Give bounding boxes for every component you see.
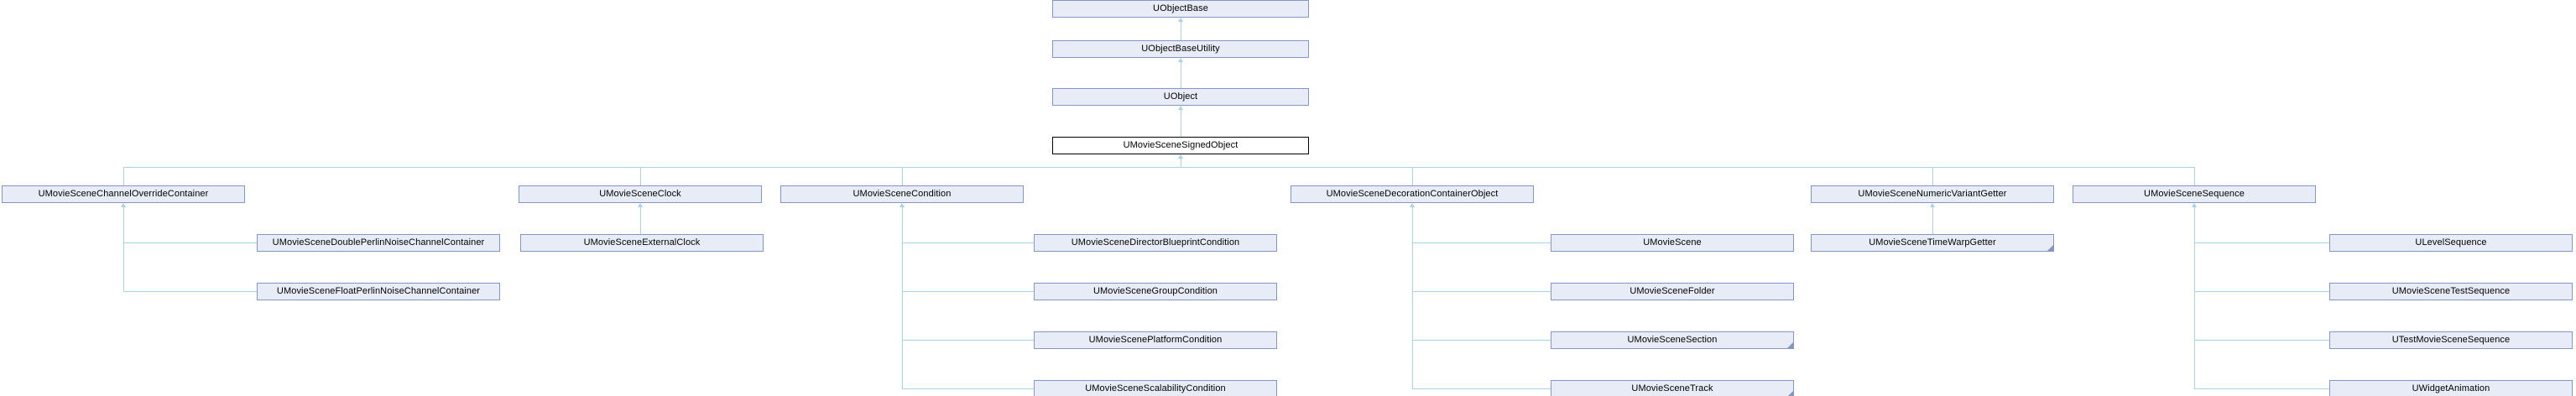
edge-segment-vertical bbox=[1412, 167, 1413, 185]
edge-segment-horizontal bbox=[1412, 242, 1551, 243]
edge-segment-vertical bbox=[640, 207, 641, 242]
edge-segment-vertical bbox=[1412, 207, 1413, 388]
class-node-label: UObject bbox=[1163, 91, 1198, 102]
class-node-label: UMovieSceneGroupCondition bbox=[1092, 286, 1218, 296]
edge-segment-vertical bbox=[1932, 207, 1933, 234]
inheritance-arrowhead bbox=[1178, 106, 1183, 110]
class-node-label: UMovieSceneDoublePerlinNoiseChannelConta… bbox=[272, 237, 485, 248]
class-node-label: UObjectBase bbox=[1153, 3, 1208, 13]
class-node-umovie-scene-section[interactable]: UMovieSceneSection bbox=[1551, 331, 1794, 349]
inheritance-arrowhead bbox=[121, 203, 126, 207]
class-node-utest-movie-scene-sequence[interactable]: UTestMovieSceneSequence bbox=[2329, 331, 2573, 349]
class-node-label: UMovieSceneChannelOverrideContainer bbox=[38, 189, 209, 199]
class-node-umovie-scene-test-sequence[interactable]: UMovieSceneTestSequence bbox=[2329, 283, 2573, 300]
class-node-label: UMovieSceneSequence bbox=[2144, 189, 2245, 199]
class-node-label: UMovieSceneTimeWarpGetter bbox=[1869, 237, 1996, 248]
edge-segment-horizontal bbox=[1412, 291, 1551, 292]
class-node-label: UObjectBaseUtility bbox=[1141, 44, 1220, 54]
class-node-label: UMovieSceneScalabilityCondition bbox=[1085, 383, 1226, 393]
class-node-label: UMovieSceneTrack bbox=[1631, 383, 1713, 393]
class-node-label: UMovieSceneSignedObject bbox=[1123, 140, 1238, 150]
class-node-umovie-scene-time-warp-getter[interactable]: UMovieSceneTimeWarpGetter bbox=[1811, 234, 2054, 252]
class-node-umovie-scene-scalability-condition[interactable]: UMovieSceneScalabilityCondition bbox=[1034, 380, 1277, 396]
edge-segment-horizontal bbox=[902, 340, 1034, 341]
class-node-umovie-scene-platform-condition[interactable]: UMovieScenePlatformCondition bbox=[1034, 331, 1277, 349]
edge-segment-horizontal bbox=[123, 291, 257, 292]
class-node-label: UWidgetAnimation bbox=[2412, 383, 2490, 393]
edge-segment-vertical bbox=[902, 167, 903, 185]
edge-segment-horizontal bbox=[123, 167, 2194, 168]
class-node-uobject-base-utility[interactable]: UObjectBaseUtility bbox=[1052, 40, 1309, 58]
inheritance-arrowhead bbox=[1178, 18, 1183, 22]
class-node-uobject-base[interactable]: UObjectBase bbox=[1052, 0, 1309, 18]
class-node-label: UMovieSceneDirectorBlueprintCondition bbox=[1071, 237, 1240, 248]
edge-segment-vertical bbox=[1932, 167, 1933, 185]
edge-segment-vertical bbox=[2194, 167, 2195, 185]
class-node-label: UMovieSceneDecorationContainerObject bbox=[1326, 189, 1499, 199]
class-node-umovie-scene-external-clock[interactable]: UMovieSceneExternalClock bbox=[520, 234, 764, 252]
edge-segment-horizontal bbox=[902, 242, 1034, 243]
class-node-umovie-scene-signed-object[interactable]: UMovieSceneSignedObject bbox=[1052, 137, 1309, 154]
edge-segment-vertical bbox=[123, 207, 124, 291]
edge-segment-horizontal bbox=[1412, 340, 1551, 341]
inheritance-arrowhead bbox=[2192, 203, 2197, 207]
edge-segment-vertical bbox=[2194, 207, 2195, 388]
class-node-ulevel-sequence[interactable]: ULevelSequence bbox=[2329, 234, 2573, 252]
edge-segment-horizontal bbox=[902, 388, 1034, 389]
class-node-umovie-scene-double-perlin-noise-channel-container[interactable]: UMovieSceneDoublePerlinNoiseChannelConta… bbox=[257, 234, 500, 252]
inheritance-arrowhead bbox=[1930, 203, 1935, 207]
class-node-umovie-scene[interactable]: UMovieScene bbox=[1551, 234, 1794, 252]
class-node-label: UMovieScene bbox=[1643, 237, 1702, 248]
class-node-label: UTestMovieSceneSequence bbox=[2391, 335, 2511, 345]
edge-segment-vertical bbox=[123, 167, 124, 185]
inheritance-arrowhead bbox=[1178, 154, 1183, 159]
class-node-label: UMovieSceneFolder bbox=[1630, 286, 1715, 296]
class-node-umovie-scene-numeric-variant-getter[interactable]: UMovieSceneNumericVariantGetter bbox=[1811, 185, 2054, 203]
class-node-label: ULevelSequence bbox=[2415, 237, 2487, 248]
class-node-umovie-scene-channel-override-container[interactable]: UMovieSceneChannelOverrideContainer bbox=[2, 185, 245, 203]
class-node-umovie-scene-folder[interactable]: UMovieSceneFolder bbox=[1551, 283, 1794, 300]
class-node-label: UMovieSceneNumericVariantGetter bbox=[1858, 189, 2007, 199]
class-node-umovie-scene-clock[interactable]: UMovieSceneClock bbox=[519, 185, 762, 203]
class-node-label: UMovieSceneExternalClock bbox=[583, 237, 701, 248]
class-node-label: UMovieSceneClock bbox=[599, 189, 681, 199]
inheritance-arrowhead bbox=[900, 203, 905, 207]
class-node-uobject[interactable]: UObject bbox=[1052, 88, 1309, 106]
class-node-umovie-scene-group-condition[interactable]: UMovieSceneGroupCondition bbox=[1034, 283, 1277, 300]
edge-segment-horizontal bbox=[123, 242, 257, 243]
edge-segment-vertical bbox=[640, 167, 641, 185]
class-node-umovie-scene-track[interactable]: UMovieSceneTrack bbox=[1551, 380, 1794, 396]
class-node-label: UMovieSceneSection bbox=[1627, 335, 1718, 345]
edge-segment-horizontal bbox=[2194, 388, 2329, 389]
class-node-umovie-scene-sequence[interactable]: UMovieSceneSequence bbox=[2073, 185, 2316, 203]
class-node-label: UMovieSceneTestSequence bbox=[2391, 286, 2511, 296]
inheritance-arrowhead bbox=[638, 203, 643, 207]
inheritance-arrowhead bbox=[1410, 203, 1415, 207]
edge-segment-horizontal bbox=[2194, 340, 2329, 341]
edge-segment-horizontal bbox=[902, 291, 1034, 292]
class-node-umovie-scene-float-perlin-noise-channel-container[interactable]: UMovieSceneFloatPerlinNoiseChannelContai… bbox=[257, 283, 500, 300]
class-node-umovie-scene-decoration-container-object[interactable]: UMovieSceneDecorationContainerObject bbox=[1291, 185, 1534, 203]
edge-segment-horizontal bbox=[1412, 388, 1551, 389]
edge-segment-vertical bbox=[902, 207, 903, 388]
edge-segment-horizontal bbox=[2194, 242, 2329, 243]
class-node-umovie-scene-condition[interactable]: UMovieSceneCondition bbox=[780, 185, 1024, 203]
class-node-label: UMovieSceneFloatPerlinNoiseChannelContai… bbox=[276, 286, 481, 296]
edge-segment-horizontal bbox=[2194, 291, 2329, 292]
class-node-label: UMovieScenePlatformCondition bbox=[1088, 335, 1223, 345]
class-node-umovie-scene-director-blueprint-condition[interactable]: UMovieSceneDirectorBlueprintCondition bbox=[1034, 234, 1277, 252]
inheritance-arrowhead bbox=[1178, 58, 1183, 62]
class-node-label: UMovieSceneCondition bbox=[853, 189, 952, 199]
class-node-uwidget-animation[interactable]: UWidgetAnimation bbox=[2329, 380, 2573, 396]
